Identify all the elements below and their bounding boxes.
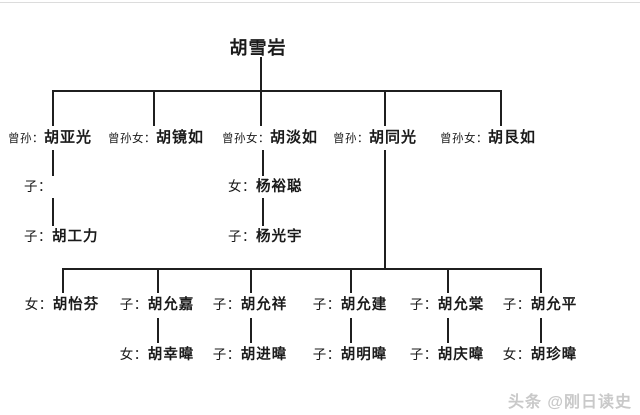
connector-drop-gen4-3 bbox=[350, 268, 352, 293]
gen5-node-3: 子：胡庆暐 bbox=[410, 345, 485, 365]
connector-drop-gen5-0 bbox=[157, 318, 159, 343]
watermark-text: 头条 @刚日读史 bbox=[507, 394, 632, 411]
connector-drop-gen4-4 bbox=[447, 268, 449, 293]
connector-drop-gen4-0 bbox=[62, 268, 64, 293]
person-name: 胡幸暐 bbox=[147, 347, 195, 363]
connector-drop-gen5-1 bbox=[250, 318, 252, 343]
relation-label: 曾孙女： bbox=[440, 133, 488, 145]
connector-zi-down bbox=[52, 198, 54, 226]
gen4-node-2: 子：胡允祥 bbox=[213, 295, 288, 315]
gen4-node-3: 子：胡允建 bbox=[313, 295, 388, 315]
relation-label: 子： bbox=[24, 179, 52, 194]
connector-drop-gen1-2 bbox=[260, 90, 262, 126]
gen2-node-1: 女：杨裕聪 bbox=[228, 177, 303, 197]
connector-drop-gen4-1 bbox=[157, 268, 159, 293]
person-name: 胡允建 bbox=[340, 297, 388, 313]
connector-bus-gen4 bbox=[62, 268, 542, 270]
person-name: 胡允棠 bbox=[437, 297, 485, 313]
relation-label: 女： bbox=[119, 347, 148, 362]
gen3-node-1: 子：杨光宇 bbox=[228, 227, 303, 247]
relation-label: 子： bbox=[312, 297, 341, 312]
relation-label: 曾孙： bbox=[8, 133, 44, 145]
person-name: 杨光宇 bbox=[256, 229, 303, 245]
gen1-node-4: 曾孙女：胡艮如 bbox=[440, 128, 536, 149]
gen1-node-3: 曾孙：胡同光 bbox=[333, 128, 417, 149]
relation-label: 曾孙女： bbox=[222, 133, 270, 145]
relation-label: 子： bbox=[119, 297, 148, 312]
gen2-node-0: 子： bbox=[24, 177, 52, 197]
person-name: 胡镜如 bbox=[156, 129, 205, 146]
relation-label: 子： bbox=[312, 347, 341, 362]
connector-drop-gen1-1 bbox=[153, 90, 155, 126]
relation-label: 子： bbox=[24, 229, 52, 244]
person-name: 胡工力 bbox=[52, 229, 99, 245]
relation-label: 曾孙： bbox=[333, 133, 369, 145]
gen5-node-1: 子：胡进暐 bbox=[213, 345, 288, 365]
connector-root-drop bbox=[260, 57, 262, 90]
connector-tongguang-feeder bbox=[384, 150, 386, 268]
relation-label: 女： bbox=[228, 179, 256, 194]
person-name: 胡允嘉 bbox=[147, 297, 195, 313]
person-name: 胡亚光 bbox=[44, 129, 93, 146]
gen5-node-4: 女：胡珍暐 bbox=[503, 345, 578, 365]
connector-drop-gen1-4 bbox=[500, 90, 502, 126]
person-name: 胡进暐 bbox=[240, 347, 288, 363]
relation-label: 曾孙女： bbox=[108, 133, 156, 145]
relation-label: 子： bbox=[409, 297, 438, 312]
person-name: 胡允祥 bbox=[240, 297, 288, 313]
connector-bus-gen1 bbox=[52, 90, 502, 92]
person-name: 胡庆暐 bbox=[437, 347, 485, 363]
connector-yaguang-down bbox=[52, 150, 54, 176]
gen5-node-0: 女：胡幸暐 bbox=[120, 345, 195, 365]
relation-label: 子： bbox=[212, 347, 241, 362]
connector-drop-gen5-2 bbox=[350, 318, 352, 343]
gen4-node-0: 女：胡怡芬 bbox=[25, 295, 100, 315]
connector-drop-gen4-2 bbox=[250, 268, 252, 293]
root-node-name: 胡雪岩 bbox=[229, 38, 287, 58]
gen3-node-0: 子：胡工力 bbox=[24, 227, 99, 247]
connector-yucong-down bbox=[262, 198, 264, 226]
person-name: 胡明暐 bbox=[340, 347, 388, 363]
relation-label: 女： bbox=[502, 347, 531, 362]
gen1-node-0: 曾孙：胡亚光 bbox=[8, 128, 92, 149]
gen5-node-2: 子：胡明暐 bbox=[313, 345, 388, 365]
person-name: 胡淡如 bbox=[270, 129, 319, 146]
connector-drop-gen5-4 bbox=[540, 318, 542, 343]
relation-label: 子： bbox=[228, 229, 256, 244]
connector-drop-gen5-3 bbox=[447, 318, 449, 343]
person-name: 胡同光 bbox=[369, 129, 418, 146]
gen4-node-1: 子：胡允嘉 bbox=[120, 295, 195, 315]
page-top-divider bbox=[0, 2, 640, 3]
person-name: 胡珍暐 bbox=[530, 347, 578, 363]
gen4-node-4: 子：胡允棠 bbox=[410, 295, 485, 315]
person-name: 胡怡芬 bbox=[52, 297, 100, 313]
relation-label: 子： bbox=[212, 297, 241, 312]
relation-label: 女： bbox=[24, 297, 53, 312]
person-name: 胡艮如 bbox=[488, 129, 537, 146]
gen1-node-2: 曾孙女：胡淡如 bbox=[222, 128, 318, 149]
connector-drop-gen1-0 bbox=[52, 90, 54, 126]
connector-drop-gen4-5 bbox=[540, 268, 542, 293]
relation-label: 子： bbox=[502, 297, 531, 312]
person-name: 杨裕聪 bbox=[256, 179, 303, 195]
connector-drop-gen1-3 bbox=[384, 90, 386, 126]
relation-label: 子： bbox=[409, 347, 438, 362]
gen1-node-1: 曾孙女：胡镜如 bbox=[108, 128, 204, 149]
person-name: 胡允平 bbox=[530, 297, 578, 313]
gen4-node-5: 子：胡允平 bbox=[503, 295, 578, 315]
connector-danru-down bbox=[262, 150, 264, 176]
